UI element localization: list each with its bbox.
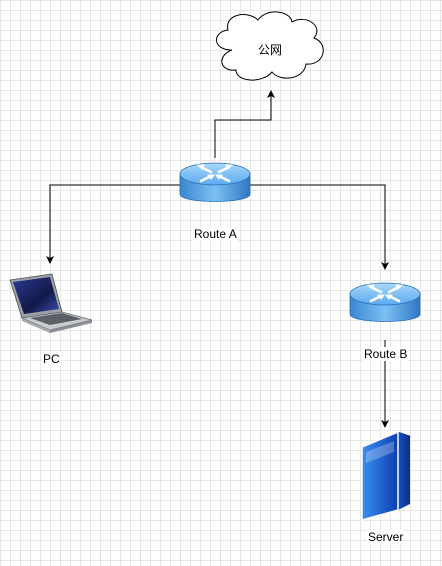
laptop-icon[interactable] [9, 273, 93, 333]
router-icon[interactable] [349, 282, 421, 322]
edge-routea-to-routeb[interactable] [250, 184, 389, 270]
route-a-label: Route A [193, 227, 238, 241]
route-b-label: Route B [363, 347, 409, 361]
edge-routea-to-cloud[interactable] [214, 90, 275, 158]
router-icon[interactable] [179, 162, 251, 202]
cloud-label: 公网 [258, 43, 283, 57]
edge-routea-to-pc[interactable] [46, 184, 180, 264]
server-icon[interactable] [361, 430, 411, 521]
server-label: Server [367, 530, 405, 544]
pc-label: PC [42, 352, 61, 366]
cloud-icon[interactable] [216, 11, 324, 81]
edges [46, 90, 389, 428]
